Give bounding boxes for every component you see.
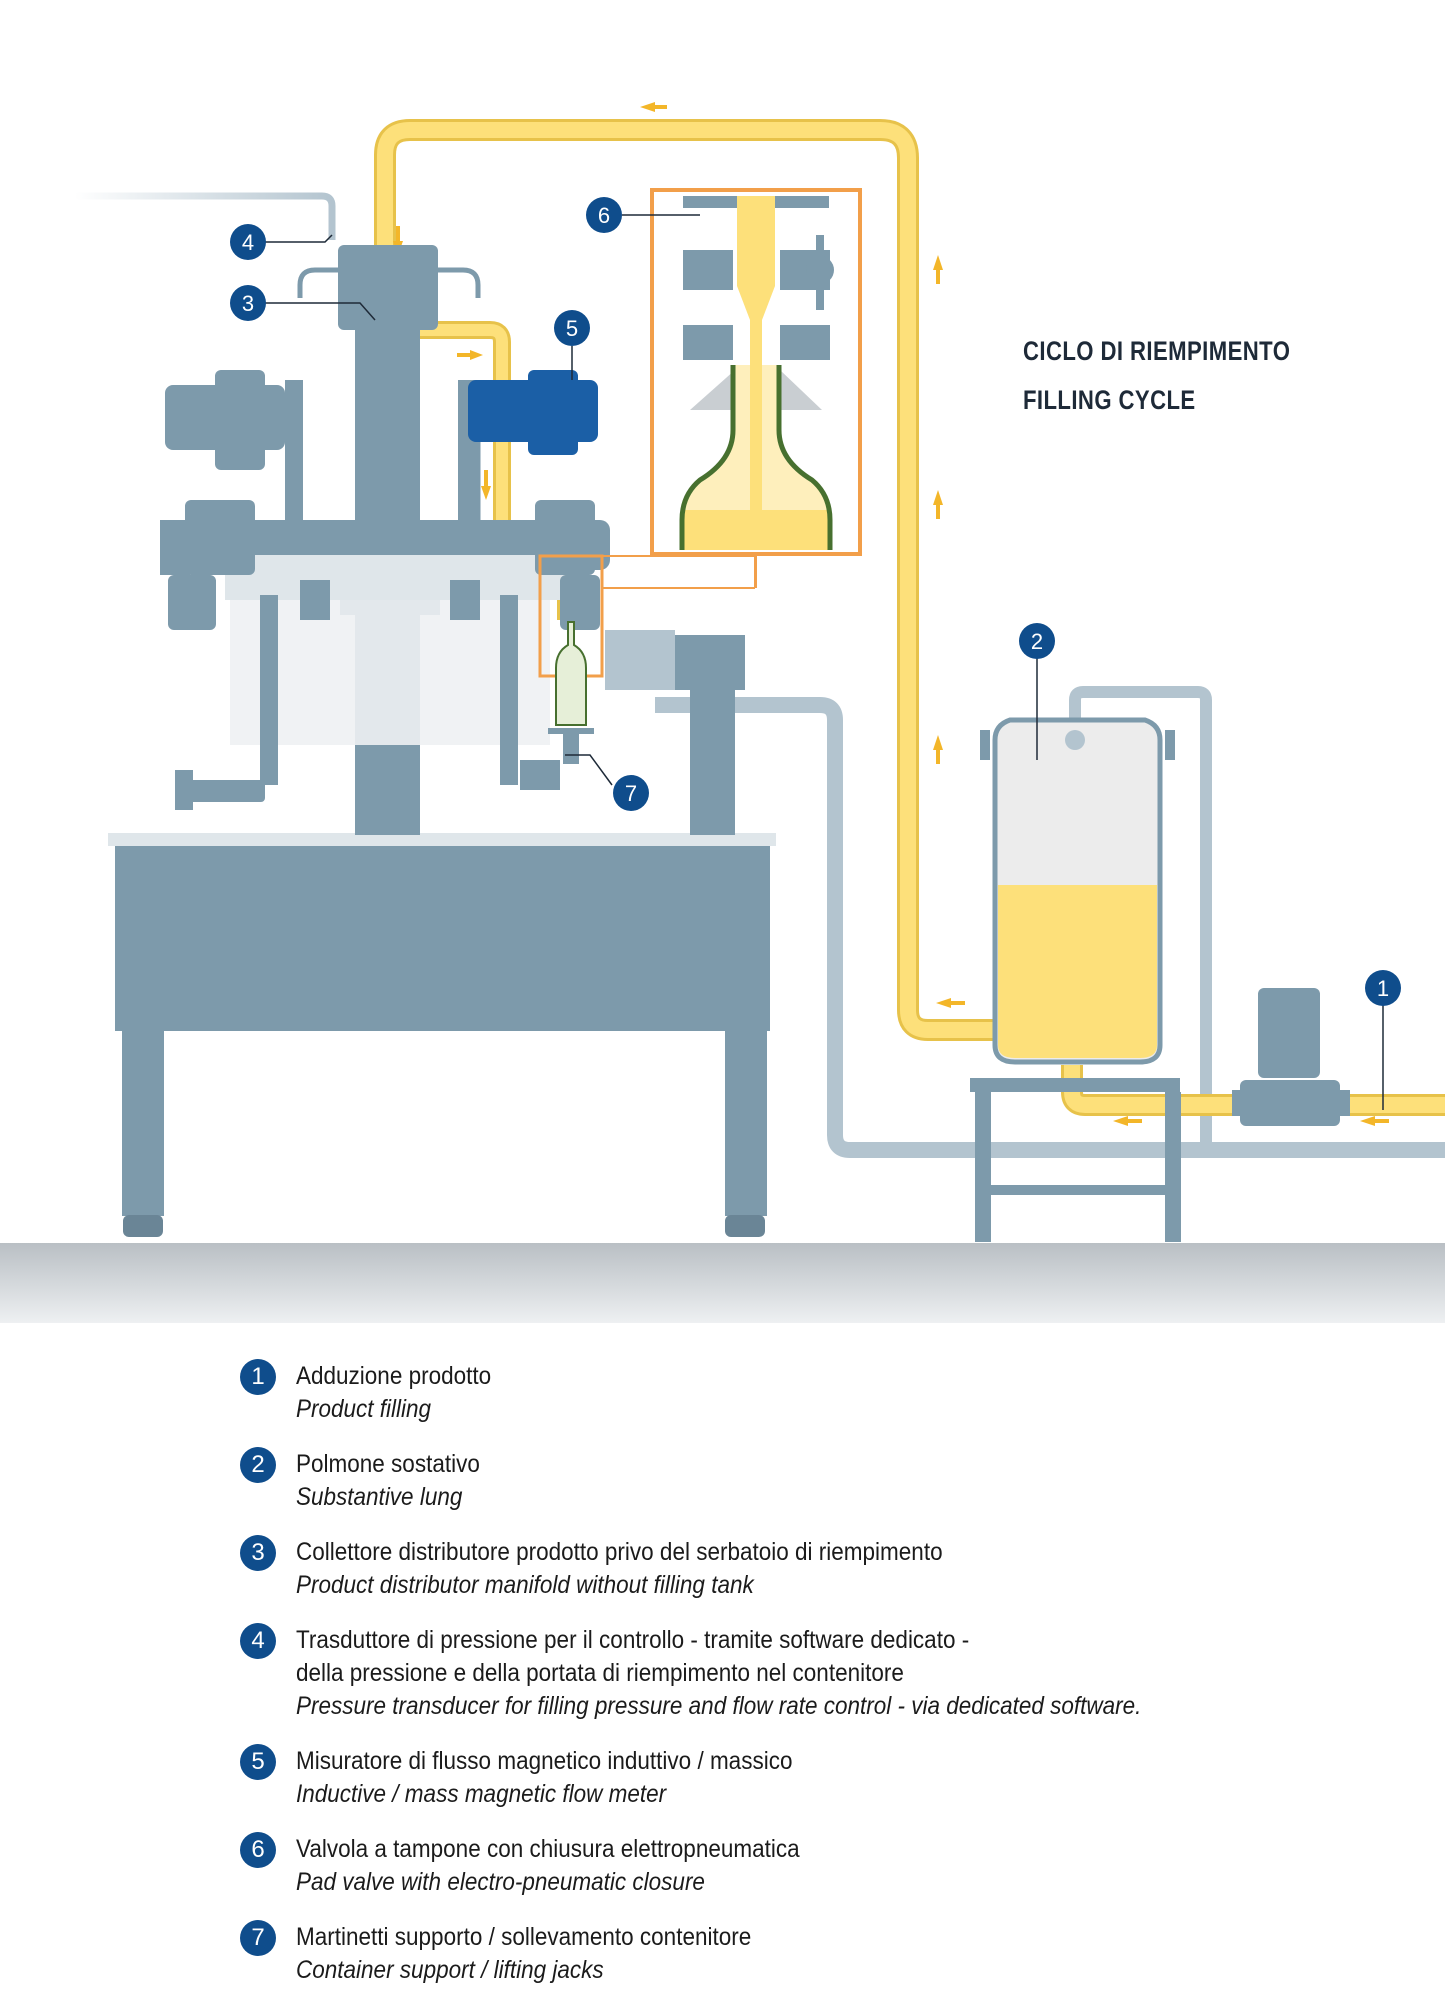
legend-text-en: Pressure transducer for filling pressure… <box>296 1692 1142 1720</box>
callout-badge-1: 1 <box>1365 970 1401 1006</box>
gas-line <box>75 192 336 240</box>
legend-item-1: 1 Adduzione prodotto Product filling <box>240 1359 1340 1426</box>
legend-text-en: Pad valve with electro-pneumatic closure <box>296 1868 705 1896</box>
legend: 1 Adduzione prodotto Product filling 2 P… <box>240 1359 1340 2009</box>
feed-pump <box>1232 988 1350 1126</box>
legend-text-it: Collettore distributore prodotto privo d… <box>296 1538 943 1566</box>
legend-item-4: 4 Trasduttore di pressione per il contro… <box>240 1623 1340 1723</box>
callout-number-4: 4 <box>242 230 254 255</box>
floor <box>0 1243 1445 1323</box>
filling-cycle-diagram: 4 3 5 6 2 1 7 <box>0 102 1445 1323</box>
callout-number-6: 6 <box>598 203 610 228</box>
legend-text-it: Valvola a tampone con chiusura elettropn… <box>296 1835 800 1863</box>
legend-badge: 3 <box>240 1535 276 1571</box>
legend-badge: 6 <box>240 1832 276 1868</box>
callout-leaders <box>265 214 1384 1110</box>
callout-number-5: 5 <box>566 316 578 341</box>
callout-badge-5: 5 <box>554 310 590 346</box>
legend-text-it: Trasduttore di pressione per il controll… <box>296 1626 970 1654</box>
flow-arrows <box>393 102 1389 1126</box>
legend-item-2: 2 Polmone sostativo Substantive lung <box>240 1447 1340 1514</box>
legend-badge: 5 <box>240 1744 276 1780</box>
legend-text-it: Polmone sostativo <box>296 1450 480 1478</box>
callout-number-7: 7 <box>625 781 637 806</box>
legend-text-it: Martinetti supporto / sollevamento conte… <box>296 1923 752 1951</box>
legend-badge: 2 <box>240 1447 276 1483</box>
legend-item-6: 6 Valvola a tampone con chiusura elettro… <box>240 1832 1340 1899</box>
valve-detail <box>679 196 834 550</box>
callout-badge-7: 7 <box>613 775 649 811</box>
legend-text-en: Container support / lifting jacks <box>296 1956 604 1984</box>
legend-item-5: 5 Misuratore di flusso magnetico indutti… <box>240 1744 1340 1811</box>
callout-number-3: 3 <box>242 291 254 316</box>
callout-badge-3: 3 <box>230 285 266 321</box>
legend-badge: 7 <box>240 1920 276 1956</box>
legend-text-en: Inductive / mass magnetic flow meter <box>296 1780 667 1808</box>
legend-item-3: 3 Collettore distributore prodotto privo… <box>240 1535 1340 1602</box>
legend-text-it-continued: della pressione e della portata di riemp… <box>296 1659 904 1687</box>
legend-text-en: Substantive lung <box>296 1483 463 1511</box>
legend-badge: 4 <box>240 1623 276 1659</box>
gray-return-pipe <box>655 697 1445 1158</box>
legend-text-en: Product filling <box>296 1395 432 1423</box>
machine-frame <box>108 245 776 1237</box>
legend-text-en: Product distributor manifold without fil… <box>296 1571 754 1599</box>
callout-badge-6: 6 <box>586 197 622 233</box>
legend-badge: 1 <box>240 1359 276 1395</box>
legend-text-it: Misuratore di flusso magnetico induttivo… <box>296 1747 793 1775</box>
legend-text-it: Adduzione prodotto <box>296 1362 492 1390</box>
legend-item-7: 7 Martinetti supporto / sollevamento con… <box>240 1920 1340 1987</box>
callout-number-1: 1 <box>1377 976 1389 1001</box>
buffer-tank <box>970 717 1181 1242</box>
diagram-title-en: FILLING CYCLE <box>1023 385 1196 415</box>
diagram-title-it: CICLO DI RIEMPIMENTO <box>1023 336 1291 366</box>
small-bottle <box>555 621 587 726</box>
callout-badge-4: 4 <box>230 224 266 260</box>
callout-number-2: 2 <box>1031 629 1043 654</box>
tank-vent-pipe <box>1069 686 1212 1150</box>
callout-badge-2: 2 <box>1019 623 1055 659</box>
